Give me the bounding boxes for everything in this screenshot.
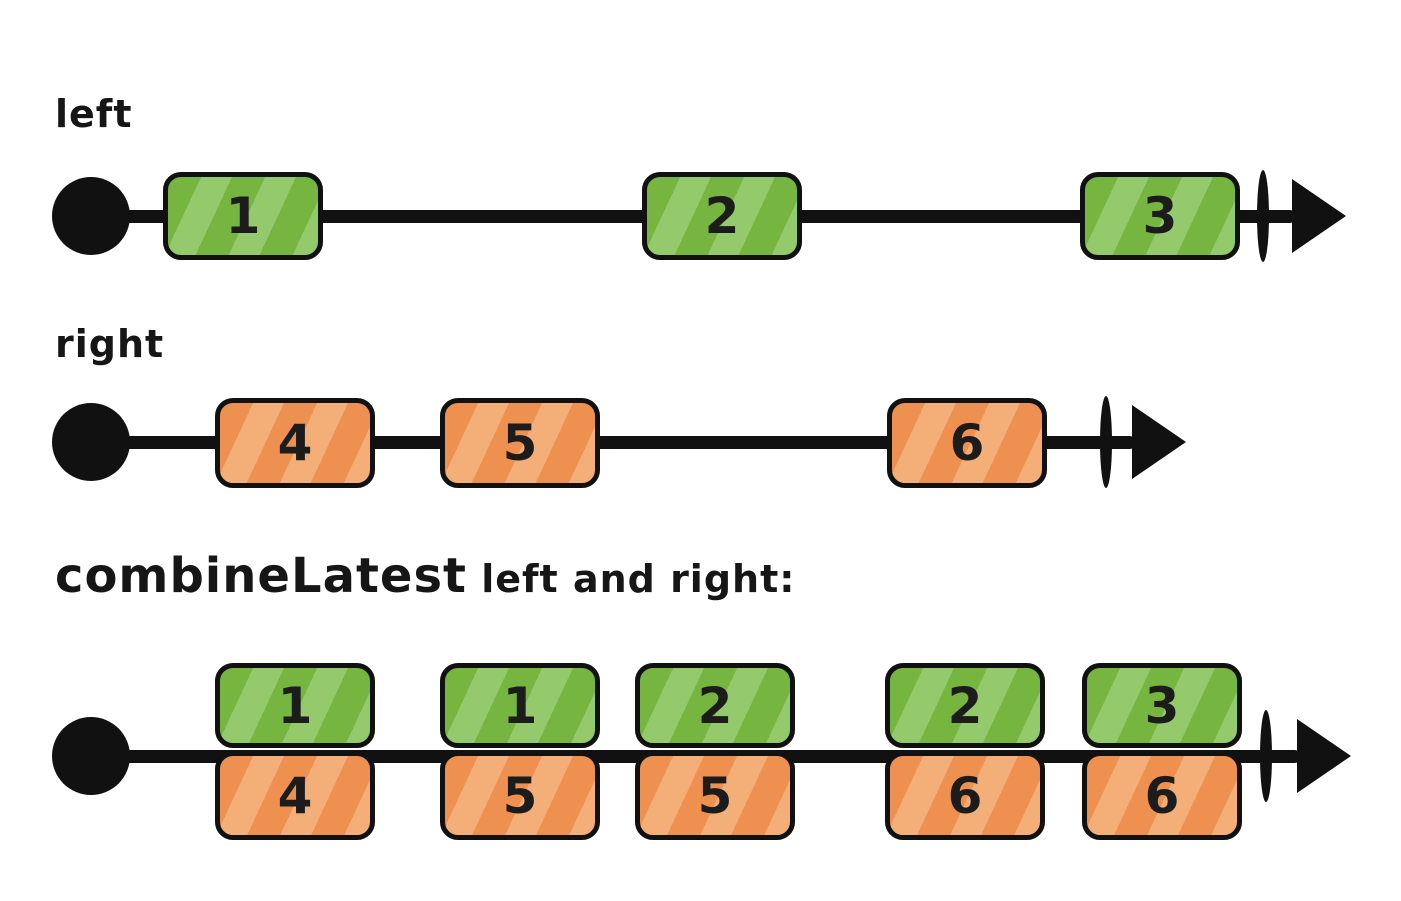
timeline-end-tick xyxy=(1257,170,1269,262)
marble-right-5: 5 xyxy=(440,398,600,488)
operator-description: left and right: xyxy=(466,557,796,601)
operator-name: combineLatest xyxy=(55,548,467,604)
timeline-label-left: left xyxy=(55,92,133,136)
timeline-label-right: right xyxy=(55,322,165,366)
combined-pair-4-top: 2 xyxy=(885,663,1045,748)
combined-pair-2-bottom: 5 xyxy=(440,751,600,840)
combined-pair-1-bottom: 4 xyxy=(215,751,375,840)
combined-pair-3-top: 2 xyxy=(635,663,795,748)
marble-left-2: 2 xyxy=(642,172,802,260)
timeline-end-tick xyxy=(1100,396,1112,488)
combined-pair-5-top: 3 xyxy=(1082,663,1242,748)
operator-label: combineLatest left and right: xyxy=(55,548,795,604)
combined-pair-5-bottom: 6 xyxy=(1082,751,1242,840)
timeline-arrow-icon xyxy=(1297,719,1351,793)
combined-pair-3-bottom: 5 xyxy=(635,751,795,840)
marble-left-3: 3 xyxy=(1080,172,1240,260)
marble-right-6: 6 xyxy=(887,398,1047,488)
timeline-arrow-icon xyxy=(1132,405,1186,479)
combined-pair-1-top: 1 xyxy=(215,663,375,748)
timeline-end-tick xyxy=(1260,710,1272,802)
marble-right-4: 4 xyxy=(215,398,375,488)
timeline-arrow-icon xyxy=(1292,179,1346,253)
combined-pair-2-top: 1 xyxy=(440,663,600,748)
marble-left-1: 1 xyxy=(163,172,323,260)
combined-pair-4-bottom: 6 xyxy=(885,751,1045,840)
